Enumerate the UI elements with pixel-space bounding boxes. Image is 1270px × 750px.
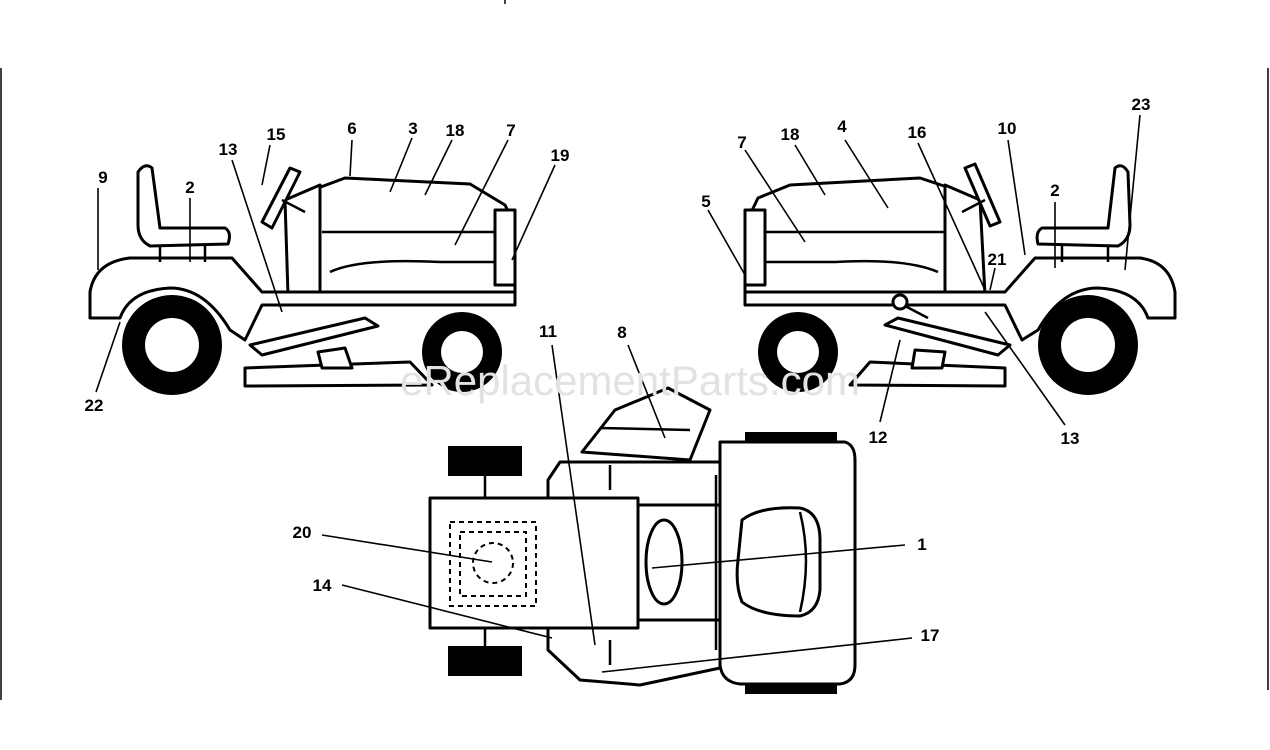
engine-outline-inner [459, 531, 527, 597]
callout-6: 6 [347, 119, 356, 138]
deck-bracket-right [910, 348, 947, 370]
rear-hub-left [145, 318, 199, 372]
callout-8: 8 [617, 323, 626, 342]
lift-lever-knob [891, 293, 909, 311]
callout-22: 22 [85, 396, 104, 415]
callout-13-left: 13 [219, 140, 238, 159]
tractor-left-view [88, 164, 517, 395]
steering-column-right [961, 198, 986, 214]
callout-21: 21 [988, 250, 1007, 269]
tractor-top-view [428, 386, 857, 694]
engine-cover-circle [472, 542, 514, 584]
footrest-left [248, 316, 380, 357]
leader-19 [511, 164, 556, 261]
callout-20: 20 [293, 523, 312, 542]
callout-7-right: 7 [737, 133, 746, 152]
leader-20 [321, 534, 493, 563]
callout-3: 3 [408, 119, 417, 138]
callout-13-right: 13 [1061, 429, 1080, 448]
callout-labels: 9 2 13 15 6 3 18 7 19 22 7 18 4 16 10 23… [85, 95, 1151, 645]
leader-5 [707, 209, 746, 276]
leader-7-left [454, 139, 509, 246]
footrest-right [883, 316, 1012, 357]
leader-14 [341, 584, 553, 639]
callout-10: 10 [998, 119, 1017, 138]
leader-lines [95, 114, 1141, 673]
leader-8 [627, 344, 666, 439]
callout-14: 14 [313, 576, 332, 595]
leader-18-right [794, 144, 826, 196]
callout-11: 11 [539, 322, 557, 341]
chute-line [599, 426, 691, 432]
hood-side-curve-left [329, 259, 505, 274]
grille-left [493, 208, 517, 287]
callout-17: 17 [921, 626, 940, 645]
steering-wheel-right [963, 162, 1002, 228]
callout-9: 9 [98, 168, 107, 187]
callout-2-left: 2 [185, 178, 194, 197]
callout-12: 12 [869, 428, 888, 447]
callout-18-right: 18 [781, 125, 800, 144]
watermark: eReplacementParts.com [400, 357, 860, 404]
leader-22 [95, 321, 121, 393]
callout-2-right: 2 [1050, 181, 1059, 200]
leader-12 [879, 339, 901, 423]
callout-23: 23 [1132, 95, 1151, 114]
seat-left [136, 164, 231, 248]
leader-7-right [744, 149, 806, 243]
front-hub-left [441, 331, 483, 373]
front-hub-right [777, 331, 819, 373]
seat-mount-right [1060, 246, 1110, 262]
hood-top [428, 496, 640, 630]
seat-top [735, 506, 822, 618]
callout-4: 4 [837, 117, 847, 136]
leader-23 [1124, 114, 1141, 271]
leader-21 [989, 267, 996, 291]
rear-hub-right [1061, 318, 1115, 372]
leader-13-right [984, 311, 1066, 426]
steering-wheel-top [644, 518, 684, 606]
callout-15: 15 [267, 125, 286, 144]
hood-left [316, 176, 517, 300]
callout-5: 5 [701, 192, 710, 211]
callout-1: 1 [917, 535, 926, 554]
discharge-chute [580, 386, 712, 462]
leader-13-left [231, 159, 283, 313]
steering-column-left [281, 198, 306, 214]
leader-11 [551, 344, 596, 646]
leader-17 [601, 637, 913, 673]
leader-18-left [424, 139, 453, 196]
leader-1 [651, 544, 906, 569]
seat-right [1035, 164, 1132, 248]
steering-wheel-left [260, 166, 302, 230]
front-tire-top-1 [448, 446, 522, 476]
callout-18-left: 18 [446, 121, 465, 140]
grille-right [743, 208, 767, 287]
seat-mount-left [158, 246, 207, 262]
seat-back-top [798, 511, 808, 613]
callout-16: 16 [908, 123, 927, 142]
leader-16 [917, 142, 986, 291]
leader-6 [349, 139, 353, 177]
deck-bracket-left [316, 346, 354, 370]
leader-10 [1007, 139, 1026, 256]
mower-deck-right [848, 360, 1007, 388]
mower-deck-left [243, 360, 434, 388]
leader-3 [389, 137, 413, 193]
engine-outline [449, 521, 537, 607]
callout-19: 19 [551, 146, 570, 165]
leader-4 [844, 139, 889, 209]
rear-fender-left [88, 256, 517, 342]
hood-side-curve-right [762, 259, 939, 274]
dash-panel-left [283, 183, 322, 297]
front-tire-top-2 [448, 646, 522, 676]
lift-lever-arm [904, 304, 929, 320]
leader-15 [261, 144, 271, 186]
callout-7-left: 7 [506, 121, 515, 140]
